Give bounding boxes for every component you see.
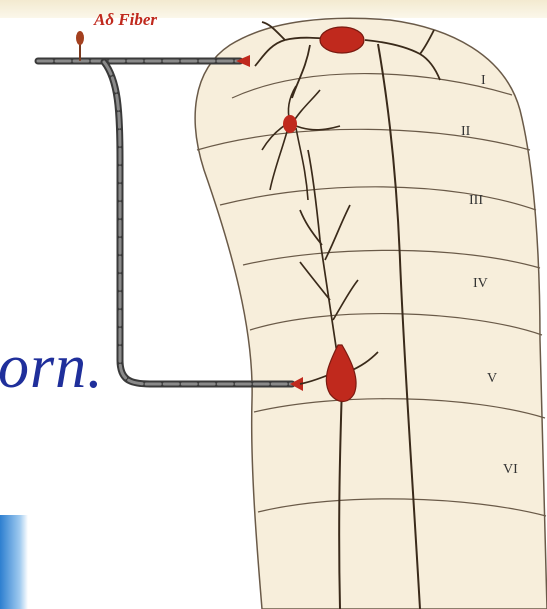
lamina-ii-soma <box>283 115 297 133</box>
lamina-label-iii: III <box>469 193 483 209</box>
lamina-label-v: V <box>487 371 497 387</box>
receptor-ending <box>76 31 84 45</box>
lamina-label-ii: II <box>461 124 470 140</box>
lamina-label-vi: VI <box>503 462 518 478</box>
fiber-label: Aδ Fiber <box>94 10 157 30</box>
lamina-label-iv: IV <box>473 276 488 292</box>
corner-accent <box>0 515 28 609</box>
lamina-label-i: I <box>481 73 486 89</box>
lamina-i-soma <box>320 27 364 53</box>
slide-text-fragment: orn. <box>0 332 104 403</box>
